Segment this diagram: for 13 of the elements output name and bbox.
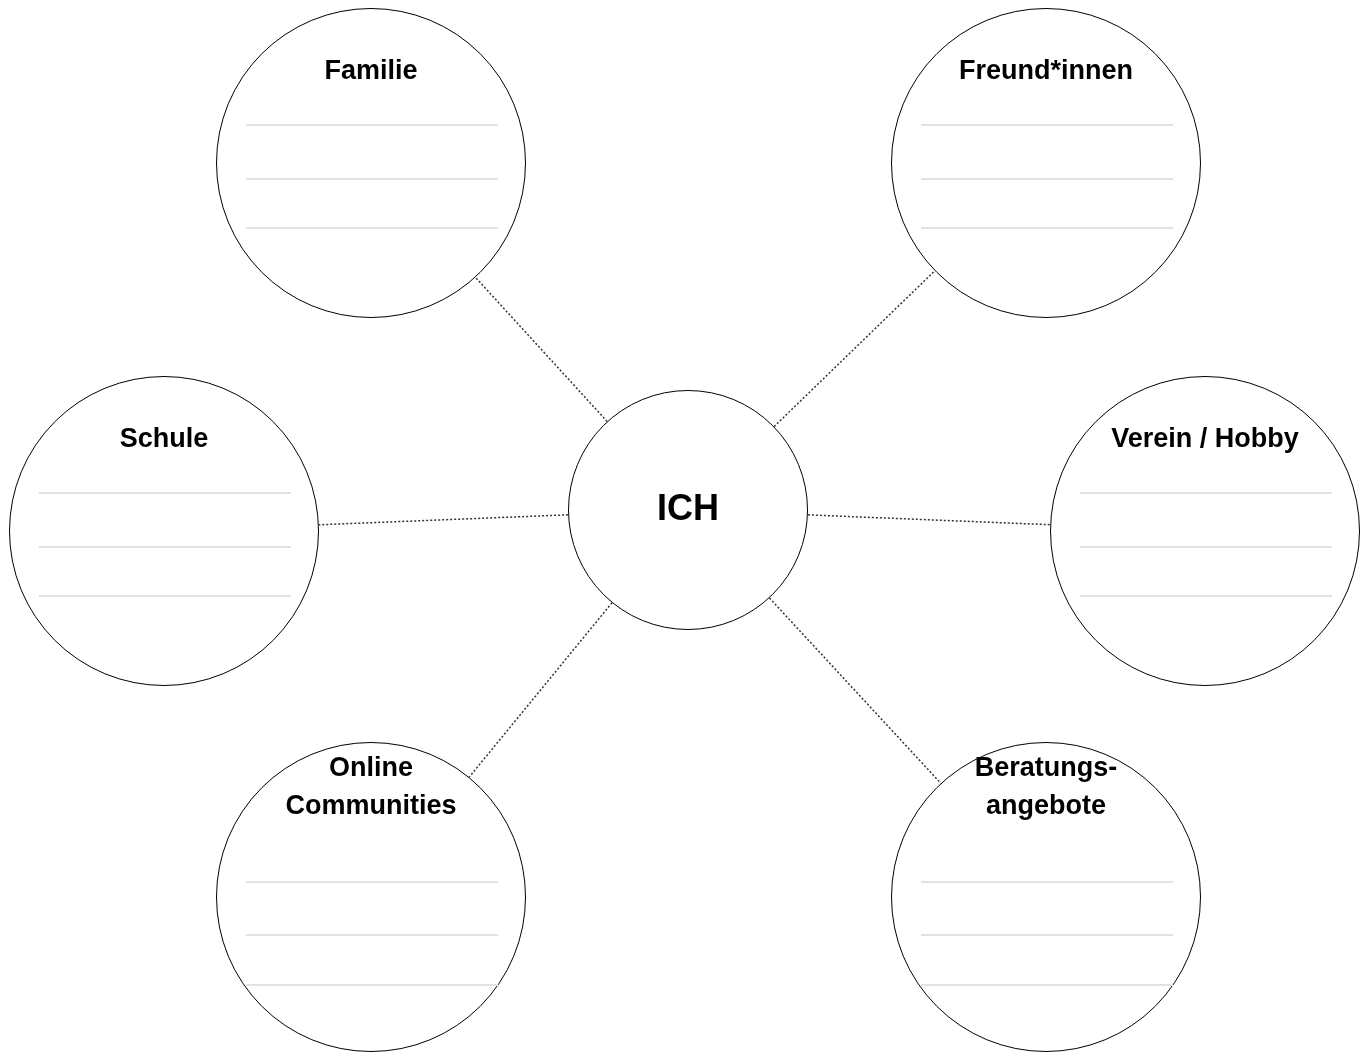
topic-label: Verein / Hobby xyxy=(1110,422,1300,455)
topic-label: Familie xyxy=(323,54,419,87)
topic-label: Online Communities xyxy=(284,751,458,822)
connector-line xyxy=(773,270,936,428)
topic-label: Beratungs- angebote xyxy=(973,751,1119,822)
connector-line xyxy=(807,514,1051,526)
topic-label: Freund*innen xyxy=(958,54,1134,87)
connector-line xyxy=(768,597,942,784)
topic-label: Schule xyxy=(118,422,210,455)
connector-line xyxy=(474,276,608,423)
center-label: ICH xyxy=(656,489,720,527)
connector-line xyxy=(468,602,613,778)
connector-line xyxy=(318,514,569,526)
